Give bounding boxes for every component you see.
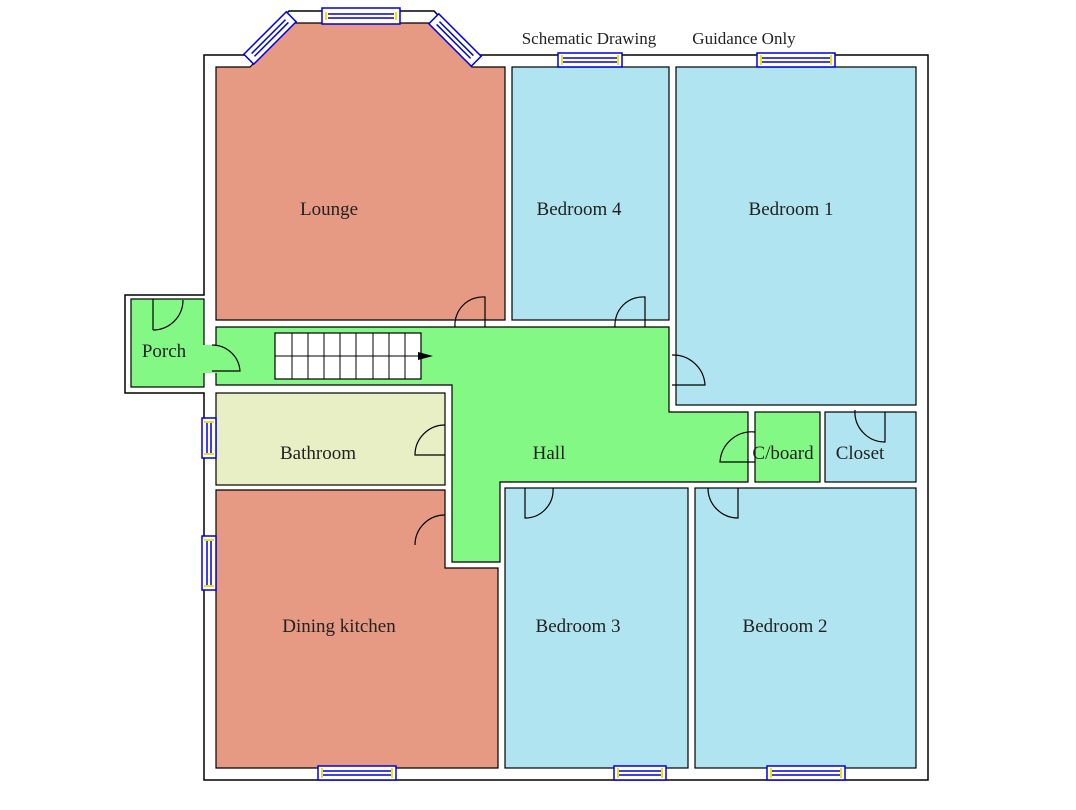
label-bedroom1: Bedroom 1	[749, 199, 834, 220]
label-closet: Closet	[836, 443, 885, 464]
window-lounge-left	[242, 10, 298, 66]
window-bedroom4	[557, 52, 623, 68]
label-lounge: Lounge	[300, 199, 358, 220]
lounge-room	[215, 22, 506, 321]
bathroom-room	[215, 392, 446, 486]
porch-room	[130, 298, 205, 388]
label-bedroom4: Bedroom 4	[537, 199, 622, 220]
schematic-note: Schematic Drawing	[522, 29, 657, 48]
hall-room	[215, 326, 749, 563]
label-hall: Hall	[533, 443, 566, 464]
closet-room	[824, 411, 917, 483]
stair-arrow-icon	[418, 352, 433, 360]
window-bedroom1	[756, 52, 836, 68]
bedroom1-room	[675, 66, 917, 406]
window-dining-side	[201, 535, 217, 591]
window-bedroom2	[766, 765, 846, 781]
label-cboard: C/board	[752, 443, 814, 464]
label-bedroom2: Bedroom 2	[743, 616, 828, 637]
bedroom3-room	[504, 487, 689, 769]
window-lounge-top	[321, 7, 401, 25]
label-bathroom: Bathroom	[280, 443, 356, 464]
bedroom4-room	[511, 66, 670, 321]
window-bathroom	[201, 417, 217, 459]
window-lounge-right	[427, 12, 483, 68]
bedroom2-room	[694, 487, 917, 769]
dining-kitchen-room	[215, 489, 499, 769]
window-bedroom3	[613, 765, 667, 781]
porch-doorway	[203, 345, 217, 373]
label-dining-kitchen: Dining kitchen	[282, 616, 396, 637]
guidance-note: Guidance Only	[692, 29, 796, 48]
label-porch: Porch	[142, 341, 187, 362]
window-dining-bottom	[317, 765, 397, 781]
cboard-room	[754, 411, 821, 483]
label-bedroom3: Bedroom 3	[536, 616, 621, 637]
doors	[152, 296, 886, 546]
staircase	[274, 332, 433, 380]
